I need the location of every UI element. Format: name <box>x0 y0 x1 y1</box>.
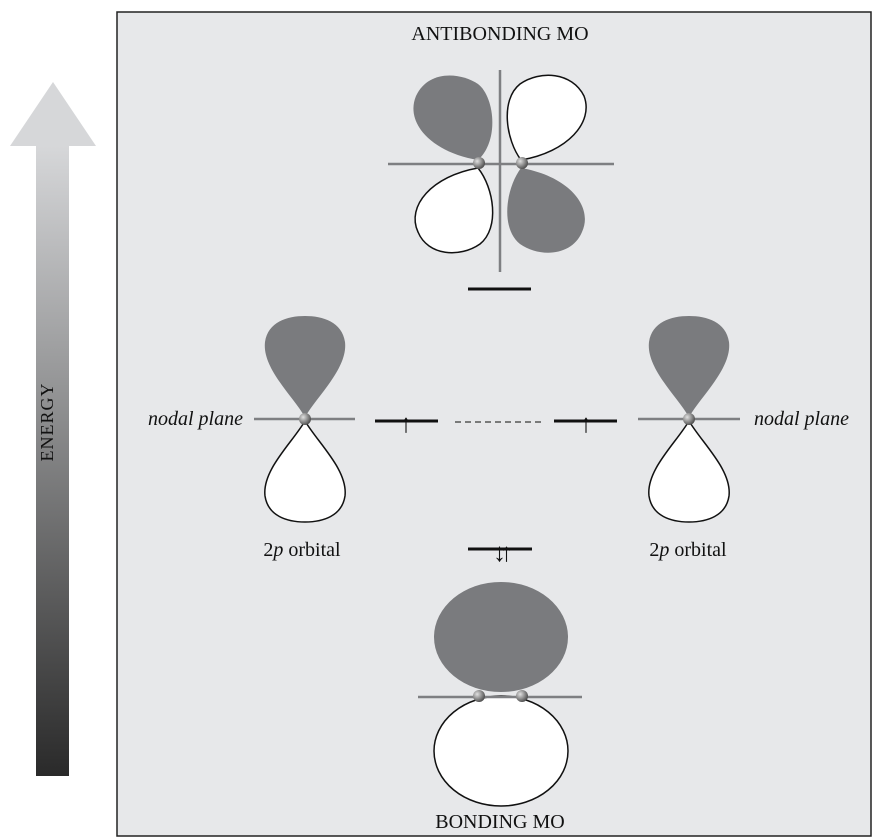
bonding-lobe-bottom <box>433 695 569 807</box>
nucleus-icon <box>683 413 695 425</box>
left-nodal-plane-label: nodal plane <box>148 408 243 430</box>
bonding-orbital <box>418 582 582 807</box>
nucleus-icon <box>516 157 528 169</box>
antibonding-orbital <box>388 70 614 272</box>
nucleus-icon <box>299 413 311 425</box>
right-2p-lobe-bottom <box>648 419 730 523</box>
left-2p-lobe-bottom <box>264 419 346 523</box>
right-2p-orbital <box>638 316 740 523</box>
left-orbital-label: 2p orbital <box>263 539 341 561</box>
left-electron-up-arrow: ↑ <box>400 409 413 438</box>
antibonding-lobe-bottom-right <box>507 168 585 253</box>
right-nodal-plane-label: nodal plane <box>754 408 849 430</box>
energy-arrow <box>10 82 96 776</box>
antibonding-lobe-bottom-left <box>414 167 494 254</box>
nucleus-icon <box>473 157 485 169</box>
antibonding-lobe-top-right <box>506 74 587 161</box>
energy-axis-label: ENERGY <box>37 383 57 462</box>
left-2p-orbital <box>254 316 355 523</box>
left-2p-lobe-top <box>264 316 346 417</box>
bonding-lobe-top <box>434 582 568 692</box>
nucleus-icon <box>516 690 528 702</box>
right-2p-lobe-top <box>648 316 730 417</box>
antibonding-lobe-top-left <box>413 75 493 160</box>
right-electron-up-arrow: ↑ <box>580 409 593 438</box>
bonding-mo-label: BONDING MO <box>435 811 564 833</box>
antibonding-mo-label: ANTIBONDING MO <box>411 23 588 45</box>
right-orbital-label: 2p orbital <box>649 539 727 561</box>
nucleus-icon <box>473 690 485 702</box>
